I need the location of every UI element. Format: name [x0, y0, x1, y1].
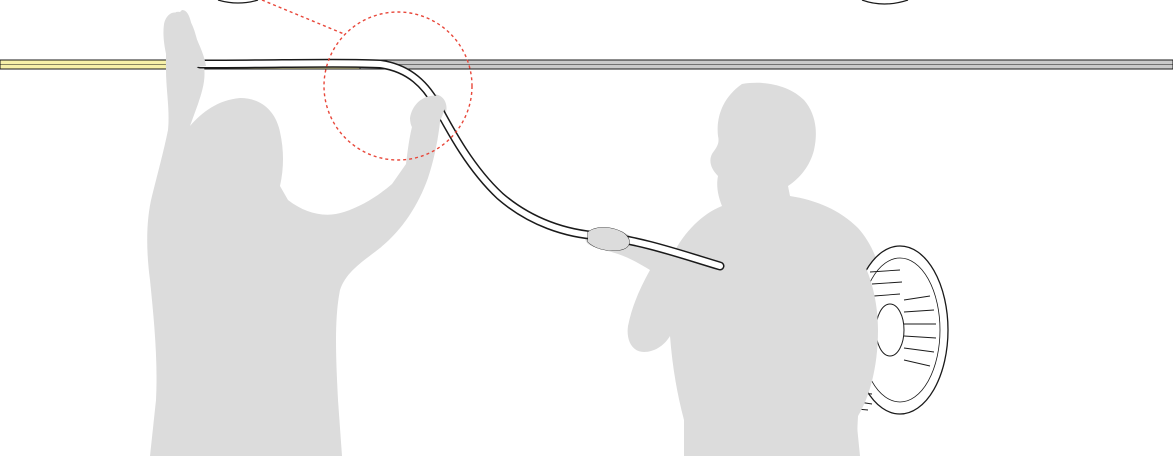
person-left-grip-hand [410, 95, 445, 134]
cable-reel [840, 245, 949, 456]
top-partial-arc-left [217, 0, 259, 4]
detail-callout-leader [261, 0, 345, 35]
top-partial-arc-right [861, 0, 909, 5]
detail-callout-circle [323, 11, 473, 161]
person-left-silhouette [147, 11, 447, 456]
person-left-hand [163, 10, 206, 70]
detail-callout [261, 0, 473, 161]
person-left-head [198, 102, 278, 194]
person-right-silhouette [585, 82, 884, 456]
